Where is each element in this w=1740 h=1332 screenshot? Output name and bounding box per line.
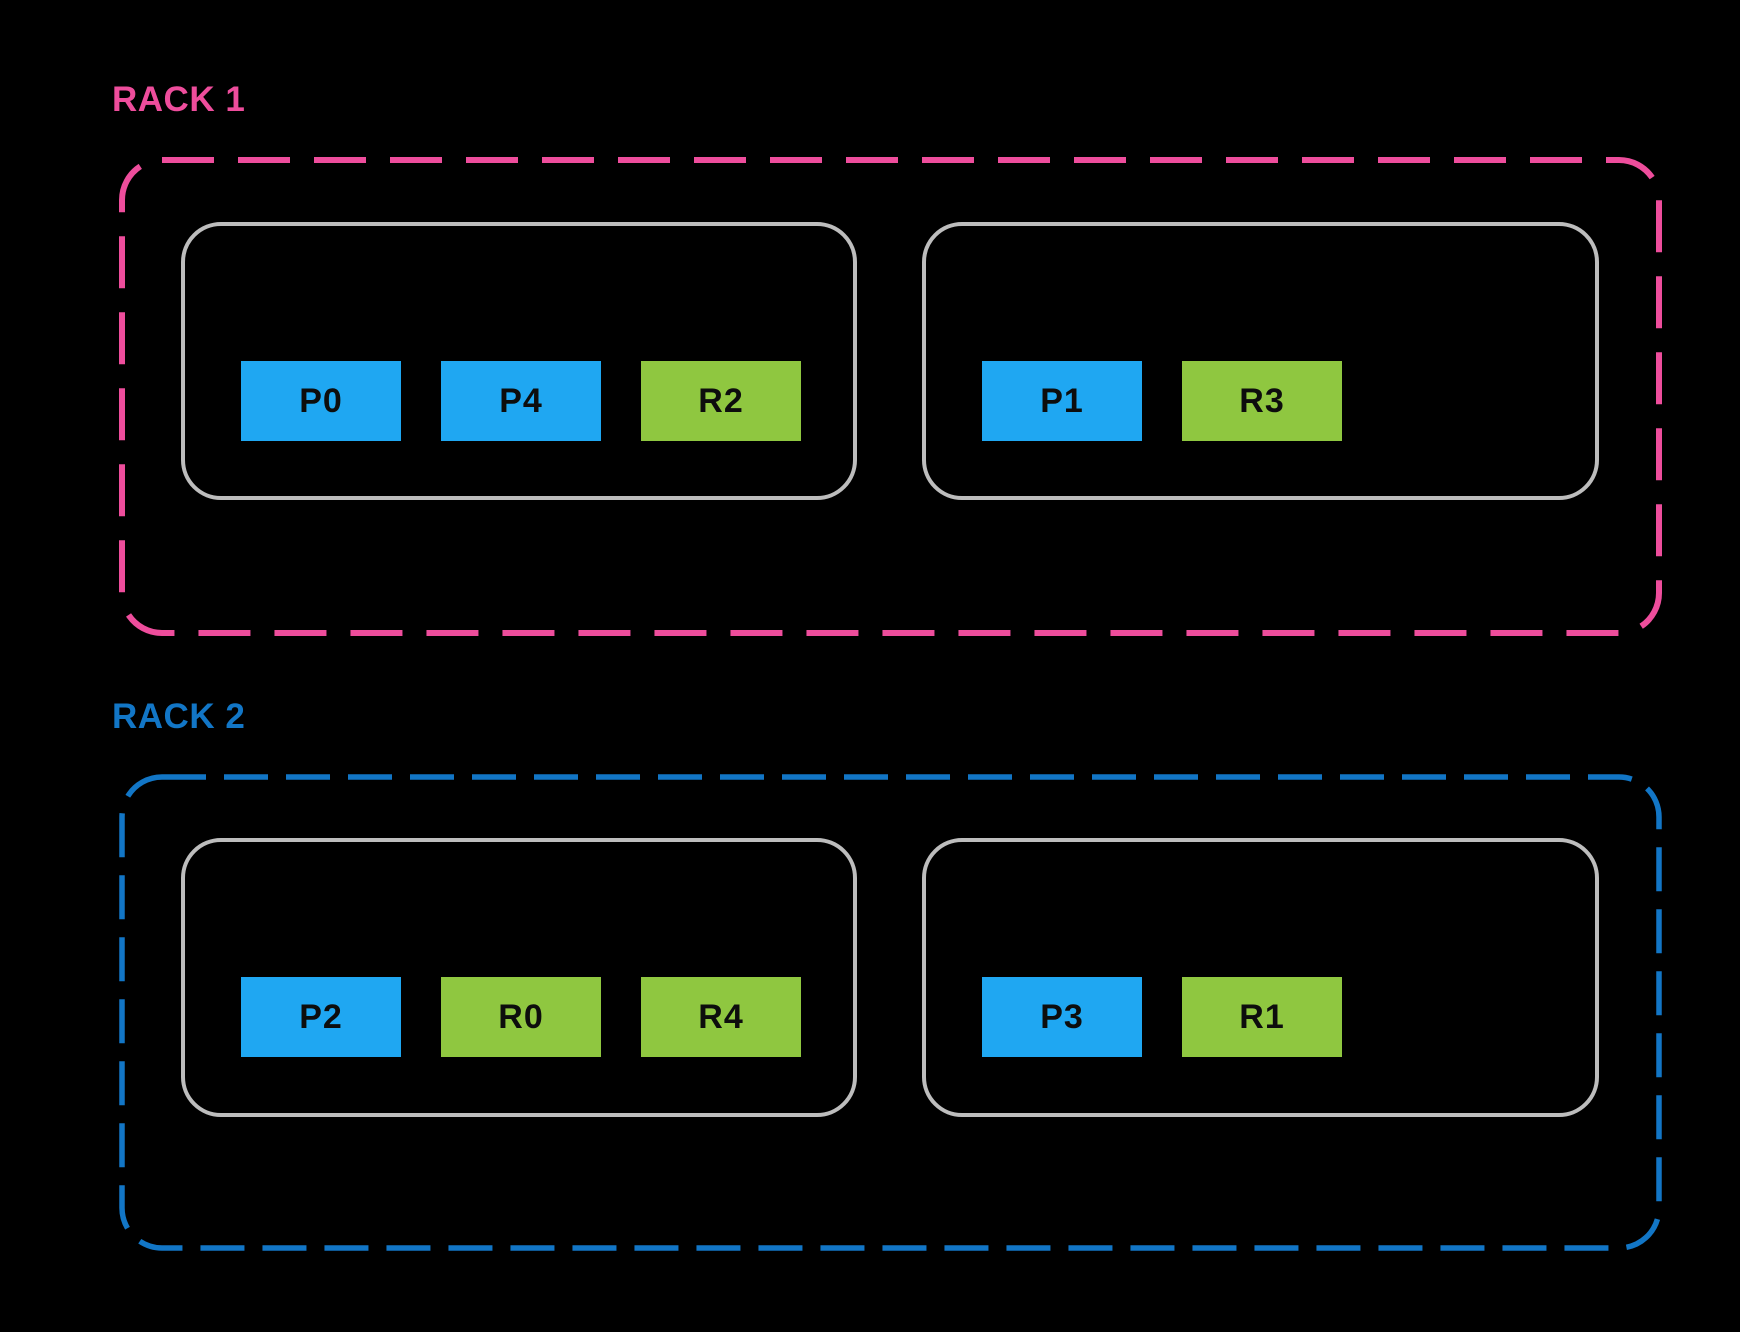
rack-1-node-2: P1 R3: [922, 222, 1599, 500]
shard-r3: R3: [1182, 361, 1342, 441]
shard-row: P3 R1: [982, 977, 1342, 1057]
rack-1-dashed-border: [119, 157, 1662, 636]
rack-1-node-1: P0 P4 R2: [181, 222, 857, 500]
shard-p2: P2: [241, 977, 401, 1057]
shard-p1: P1: [982, 361, 1142, 441]
shard-p3: P3: [982, 977, 1142, 1057]
shard-row: P1 R3: [982, 361, 1342, 441]
shard-p0: P0: [241, 361, 401, 441]
shard-r4: R4: [641, 977, 801, 1057]
rack-2-node-2: P3 R1: [922, 838, 1599, 1117]
shard-row: P0 P4 R2: [241, 361, 801, 441]
shard-row: P2 R0 R4: [241, 977, 801, 1057]
shard-p4: P4: [441, 361, 601, 441]
shard-r2: R2: [641, 361, 801, 441]
shard-r0: R0: [441, 977, 601, 1057]
rack-2-node-1: P2 R0 R4: [181, 838, 857, 1117]
rack-2-dashed-border: [119, 774, 1662, 1251]
rack-2-label: RACK 2: [112, 697, 246, 736]
rack-1-label: RACK 1: [112, 80, 246, 119]
shard-r1: R1: [1182, 977, 1342, 1057]
